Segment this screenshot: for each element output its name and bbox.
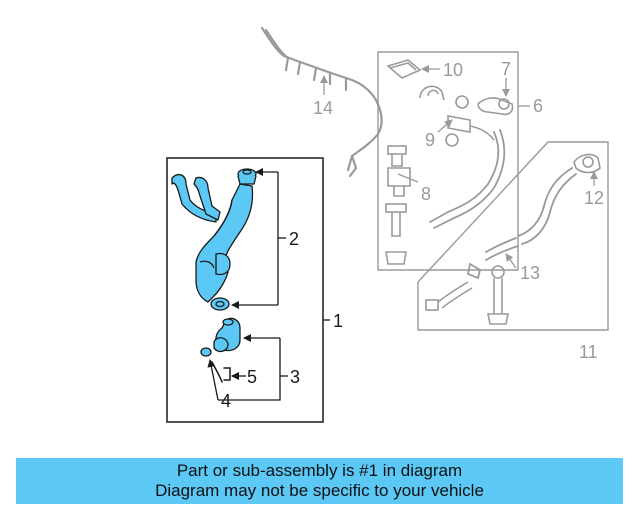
callout-8: 8 [421,184,431,204]
parts-diagram: 1 2 3 4 5 6 7 8 9 10 11 12 13 14 [166,26,609,423]
grey-box-part-6 [377,51,519,271]
leader-3-bracket [218,338,281,401]
hose-box-6 [429,129,506,229]
hose-box-11 [466,167,577,280]
callout-3: 3 [290,367,300,387]
callout-14: 14 [313,98,333,118]
notice-line-2: Diagram may not be specific to your vehi… [155,481,484,500]
leader-13 [505,253,517,269]
callout-5: 5 [247,367,257,387]
callout-13: 13 [520,263,540,283]
callout-7: 7 [501,59,511,79]
hose-part-13 [425,265,509,325]
callout-1: 1 [333,311,343,331]
filler-clamp-top [237,168,257,185]
connector-part-12 [573,153,601,174]
callout-11: 11 [579,342,598,362]
callout-2: 2 [289,229,299,249]
notice-line-1: Part or sub-assembly is #1 in diagram [176,461,463,480]
elbow-fitting-part-3 [213,317,241,353]
filler-neck-pipe [171,173,254,303]
leader-4 [207,359,219,401]
diagram-notice-banner: Part or sub-assembly is #1 in diagram Di… [16,458,623,504]
callout-4: 4 [221,391,231,411]
small-hose-part-5 [211,361,231,383]
valve-part-8 [385,145,411,265]
vent-tube-part-14 [260,26,383,178]
clamp-ring-part-4 [200,347,212,357]
assembly-box-part-1 [166,157,324,423]
leader-8 [397,173,419,183]
hose-part-9 [419,85,495,147]
filler-clamp-bottom [210,297,230,311]
connector-part-7 [477,97,514,116]
callout-9: 9 [425,130,435,150]
callout-12: 12 [584,188,604,208]
leader-9 [437,119,453,133]
callout-10: 10 [443,60,463,80]
grey-box-part-11 [417,141,609,331]
pad-part-10 [386,59,422,79]
callout-6: 6 [533,96,543,116]
